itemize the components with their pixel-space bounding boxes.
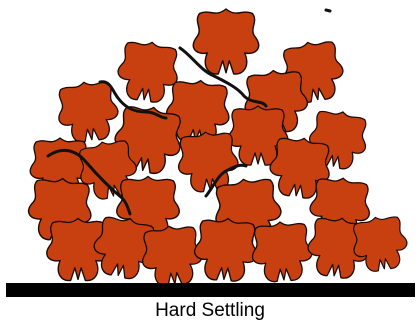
particle-2 <box>115 38 182 105</box>
particle-22 <box>250 220 313 283</box>
particle-12 <box>176 130 240 194</box>
particle-21 <box>193 216 259 282</box>
sediment-particles <box>26 9 411 288</box>
binder-chain-5 <box>326 10 330 11</box>
substrate-bar <box>6 283 415 297</box>
particle-20 <box>139 223 204 288</box>
particle-1 <box>193 9 258 74</box>
particle-24 <box>349 213 411 275</box>
figure-caption: Hard Settling <box>0 300 420 322</box>
